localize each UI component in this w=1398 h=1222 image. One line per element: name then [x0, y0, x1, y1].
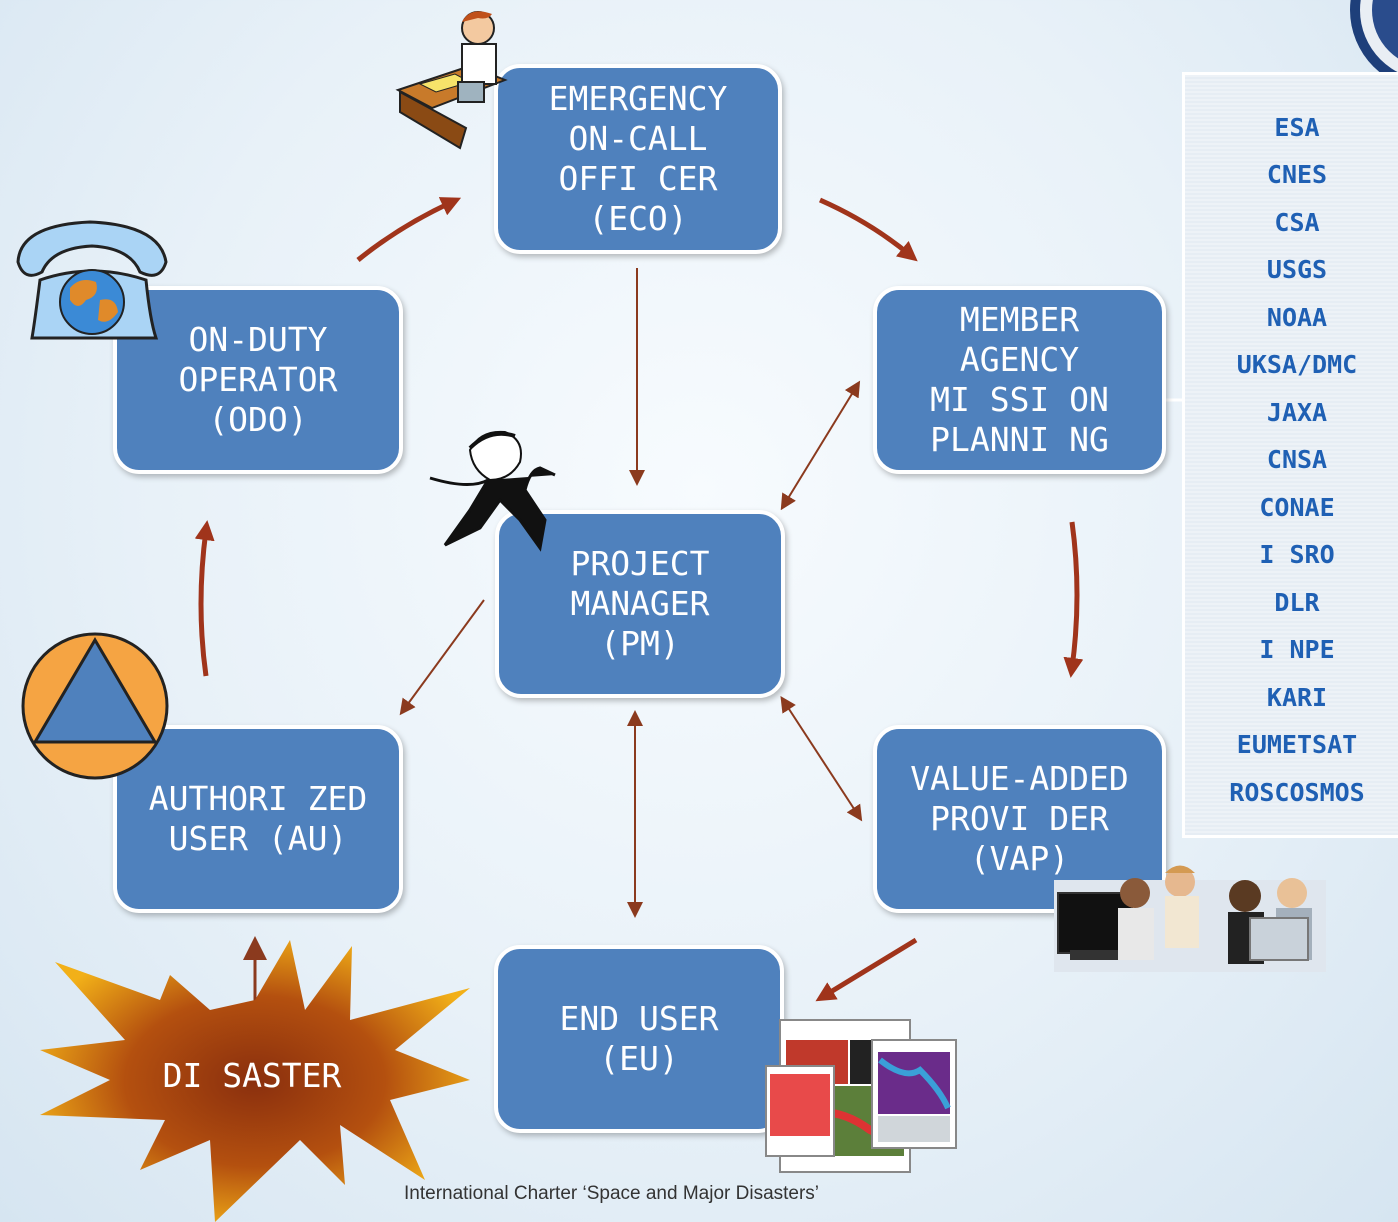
node-pm: PROJECT MANAGER (PM): [495, 510, 785, 698]
node-pm-label: PROJECT MANAGER (PM): [570, 544, 710, 663]
agency-item: I NPE: [1259, 635, 1335, 664]
office-team-icon: [1054, 865, 1326, 972]
node-eu-label: END USER (EU): [559, 999, 719, 1078]
agency-item: CONAE: [1259, 493, 1335, 522]
node-member-agency: MEMBER AGENCY MI SSI ON PLANNI NG: [873, 286, 1166, 474]
agency-item: NOAA: [1266, 303, 1328, 332]
node-vap-label: VALUE-ADDED PROVI DER (VAP): [910, 759, 1129, 878]
footer-caption: International Charter ‘Space and Major D…: [404, 1183, 820, 1204]
arrow-pm-vap: [780, 695, 863, 822]
node-au-label: AUTHORI ZED USER (AU): [148, 779, 368, 858]
arrow-odo-to-eco: [356, 197, 462, 262]
agency-item: KARI: [1266, 683, 1328, 712]
arrow-pm-member: [780, 380, 861, 511]
arrow-pm-to-au: [399, 599, 485, 716]
node-eco: EMERGENCY ON-CALL OFFI CER (ECO): [494, 64, 782, 254]
telephone-globe-icon: [16, 220, 168, 340]
node-au: AUTHORI ZED USER (AU): [113, 725, 403, 913]
agency-item: CNES: [1266, 160, 1328, 189]
agency-item: I SRO: [1259, 540, 1335, 569]
disaster-label: DI SASTER: [162, 1056, 342, 1095]
agency-list-panel: [1182, 72, 1398, 838]
civil-protection-icon: [21, 632, 169, 780]
map-products-icon: [765, 1019, 957, 1173]
agency-item: ESA: [1274, 113, 1320, 142]
agency-item: ROSCOSMOS: [1229, 778, 1365, 807]
agency-item: JAXA: [1266, 398, 1328, 427]
node-eu: END USER (EU): [494, 945, 784, 1133]
arrow-au-to-odo: [194, 520, 215, 677]
agency-item: EUMETSAT: [1236, 730, 1358, 759]
starburst-shape: [40, 940, 470, 1222]
node-eco-label: EMERGENCY ON-CALL OFFI CER (ECO): [548, 79, 728, 238]
agency-item: DLR: [1274, 588, 1320, 617]
arrow-eco-to-member: [818, 197, 918, 262]
arrow-member-to-vap: [1063, 521, 1084, 678]
agency-item: UKSA/DMC: [1236, 350, 1358, 379]
agency-item: CSA: [1274, 208, 1320, 237]
arrow-vap-to-eu: [815, 937, 918, 1002]
agency-list: ESA CNES CSA USGS NOAA UKSA/DMC JAXA CNS…: [1184, 0, 1398, 1222]
node-odo-label: ON-DUTY OPERATOR (ODO): [178, 320, 338, 439]
officer-at-desk-icon: [395, 11, 508, 150]
agency-item: USGS: [1266, 255, 1328, 284]
agency-item: CNSA: [1266, 445, 1328, 474]
seal-logo-fragment: [1350, 0, 1398, 84]
node-member-agency-label: MEMBER AGENCY MI SSI ON PLANNI NG: [930, 300, 1109, 459]
node-vap: VALUE-ADDED PROVI DER (VAP): [873, 725, 1166, 913]
project-manager-figure-icon: [429, 430, 556, 552]
node-odo: ON-DUTY OPERATOR (ODO): [113, 286, 403, 474]
